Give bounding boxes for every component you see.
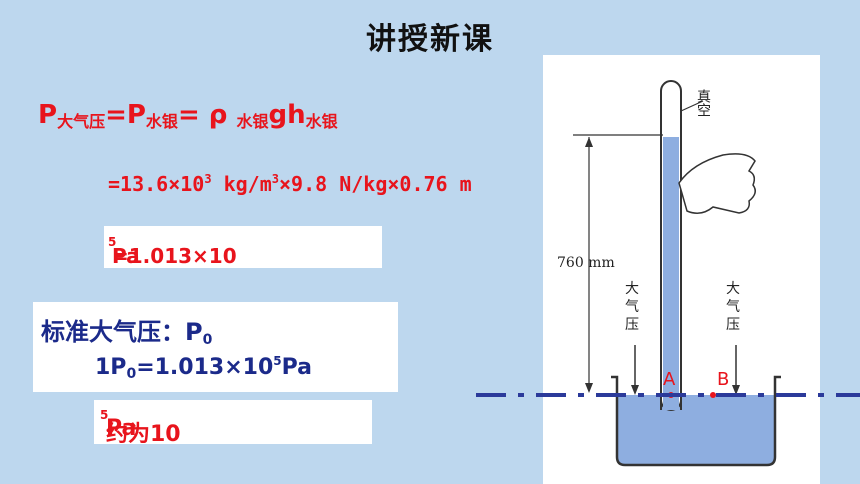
- point-b-label: B: [717, 369, 729, 390]
- standard-eq-sub: 0: [126, 366, 137, 382]
- standard-eq-exp: 5: [273, 354, 282, 368]
- standard-eq-base: =1.013×10: [136, 355, 274, 380]
- height-arrow-up: [585, 137, 593, 147]
- atm-left-char1: 大: [625, 281, 639, 297]
- dish-mercury: [617, 395, 775, 465]
- atm-right-char1: 大: [726, 281, 740, 297]
- result-base: =1.013×10: [112, 244, 237, 268]
- formula-gh: gh: [268, 100, 306, 130]
- calc-exp1: 3: [204, 172, 212, 186]
- atm-left-char3: 压: [625, 317, 639, 333]
- atm-right-arrowhead: [732, 385, 740, 395]
- tube-mercury: [663, 137, 679, 410]
- dish-outline: [611, 375, 781, 467]
- calc-part2: kg/m: [211, 172, 272, 196]
- pressure-formula: P大气压=P水银= ρ 水银gh水银: [38, 100, 338, 132]
- torricelli-diagram: 真空 760 mm 大 气 压 大 气 压 A B: [543, 55, 820, 484]
- atm-right-char2: 气: [726, 299, 740, 315]
- vacuum-label: 真空: [695, 89, 711, 117]
- formula-sub-atm: 大气压: [57, 112, 106, 131]
- result-unit: Pa: [112, 244, 140, 268]
- formula-eq2: = ρ: [177, 100, 237, 130]
- standard-eq-unit: Pa: [281, 355, 313, 380]
- approx-base: 约为10: [106, 422, 181, 447]
- calculation-line: =13.6×103 kg/m3×9.8 N/kg×0.76 m: [108, 172, 472, 196]
- formula-sub-hg3: 水银: [305, 112, 338, 131]
- point-a-label: A: [663, 369, 676, 390]
- page-title: 讲授新课: [366, 22, 494, 57]
- standard-pressure-equation: 1P0=1.013×105Pa: [95, 354, 312, 382]
- atm-left-arrowhead: [631, 385, 639, 395]
- formula-sub-hg2: 水银: [236, 112, 269, 131]
- atm-left-char2: 气: [625, 299, 639, 315]
- calc-part1: =13.6×10: [108, 172, 205, 196]
- formula-p: P: [38, 100, 58, 130]
- calc-part3: ×9.8 N/kg×0.76 m: [279, 172, 472, 196]
- standard-label-sub: 0: [202, 332, 213, 348]
- standard-pressure-box: 标准大气压：P0 1P0=1.013×105Pa: [33, 302, 398, 392]
- standard-label-text: 标准大气压：P: [41, 318, 203, 346]
- point-b-dot: [710, 392, 716, 398]
- formula-eq1: =P: [105, 100, 146, 130]
- formula-sub-hg1: 水银: [145, 112, 178, 131]
- result-exp: 5: [108, 235, 117, 249]
- atm-right-char3: 压: [726, 317, 740, 333]
- approx-unit: Pa: [106, 416, 137, 441]
- standard-eq-p: 1P: [95, 355, 127, 380]
- calc-exp2: 3: [271, 172, 280, 186]
- approx-exp: 5: [100, 408, 109, 422]
- standard-pressure-label: 标准大气压：P0: [41, 312, 212, 348]
- height-label: 760 mm: [557, 255, 615, 271]
- vacuum-pointer: [680, 100, 704, 112]
- height-arrow-down: [585, 383, 593, 393]
- hand-icon: [678, 153, 756, 214]
